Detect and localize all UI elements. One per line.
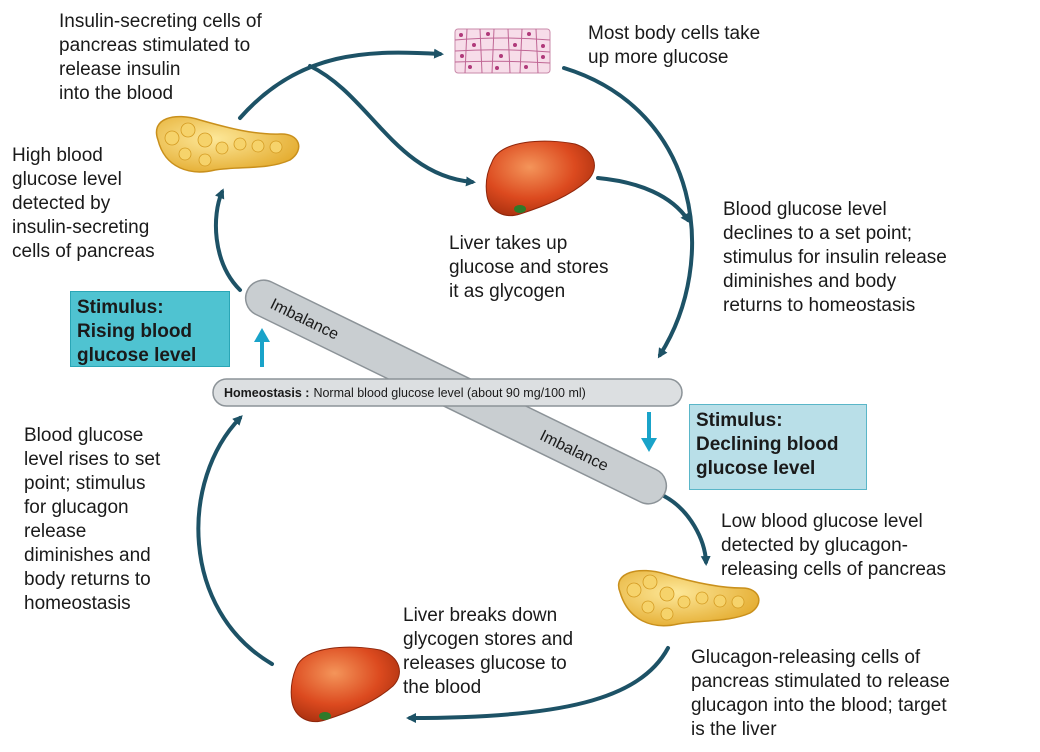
arrow-pancreas-to-liver [308, 64, 476, 187]
stimulus-declining-box: Stimulus: Declining blood glucose level [689, 404, 867, 490]
blue-arrows [254, 328, 657, 452]
label-liver-stores: Liver takes up glucose and stores it as … [449, 233, 609, 302]
label-liver-breaks-down: Liver breaks down glycogen stores and re… [403, 605, 574, 698]
down-arrow-head [641, 438, 657, 452]
label-glucagon-release: Glucagon-releasing cells of pancreas sti… [691, 647, 950, 740]
arrow-bar-to-low-pancreas [662, 494, 711, 566]
pancreas-top-image [155, 115, 300, 173]
label-high-glucose-detected: High blood glucose level detected by ins… [12, 145, 155, 262]
arrow-stimulus-to-pancreas [213, 188, 242, 292]
label-glucose-rises: Blood glucose level rises to set point; … [24, 425, 161, 614]
arrow-liver-to-right [596, 176, 691, 224]
homeostasis-label: Homeostasis :Normal blood glucose level … [224, 386, 586, 400]
up-arrow-head [254, 328, 270, 342]
arrow-pancreas-to-liver-bottom [406, 646, 670, 723]
label-body-cells-uptake: Most body cells take up more glucose [588, 23, 761, 68]
body-cells-image [454, 28, 551, 74]
liver-bottom-image [290, 646, 400, 723]
arrow-liver-up-to-homeostasis [196, 415, 274, 666]
label-insulin-release: Insulin-secreting cells of pancreas stim… [59, 11, 262, 104]
cycle-arrows [196, 48, 711, 723]
arrow-pancreas-to-body-cells [238, 48, 444, 120]
label-low-glucose-detected: Low blood glucose level detected by gluc… [721, 511, 946, 580]
label-glucose-declines: Blood glucose level declines to a set po… [723, 199, 947, 316]
arrow-body-cells-down [562, 66, 694, 359]
homeostasis-bar: Homeostasis :Normal blood glucose level … [212, 378, 683, 407]
pancreas-bottom-image [617, 569, 760, 627]
stimulus-rising-box: Stimulus: Rising blood glucose level [70, 291, 230, 367]
liver-top-image [485, 140, 595, 217]
